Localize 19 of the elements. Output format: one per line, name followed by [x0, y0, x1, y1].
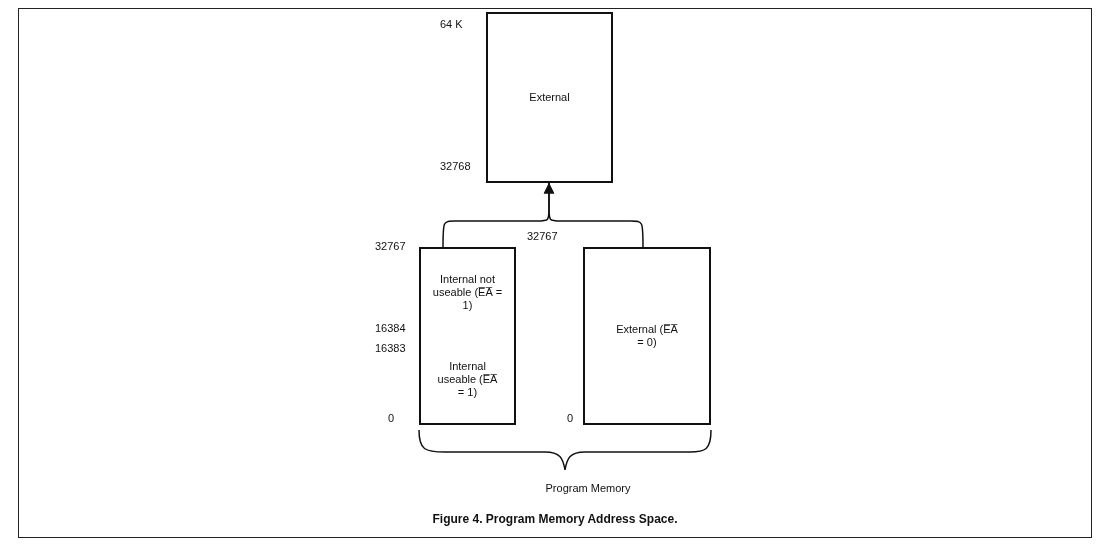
address-label: 32767: [375, 240, 406, 252]
figure-caption: Figure 4. Program Memory Address Space.: [432, 512, 678, 526]
memory-block: [486, 12, 613, 183]
block-label: Internal not useable (E̅A̅ = 1): [432, 272, 503, 312]
memory-block: [419, 335, 516, 425]
memory-block: [583, 247, 711, 425]
address-label: 32768: [440, 160, 471, 172]
block-label: External (E̅A̅ = 0): [616, 323, 678, 349]
address-label: 16384: [375, 322, 406, 334]
address-label: 64 K: [440, 18, 463, 30]
address-label: 16383: [375, 342, 406, 354]
brace-label: Program Memory: [545, 482, 631, 494]
address-label: 0: [388, 412, 395, 424]
memory-block: [419, 247, 516, 337]
address-label: 0: [567, 412, 574, 424]
arrow: [543, 182, 644, 248]
block-label: External: [529, 91, 570, 104]
address-label: 32767: [527, 230, 558, 242]
block-label: Internal useable (E̅A̅ = 1): [437, 359, 498, 399]
